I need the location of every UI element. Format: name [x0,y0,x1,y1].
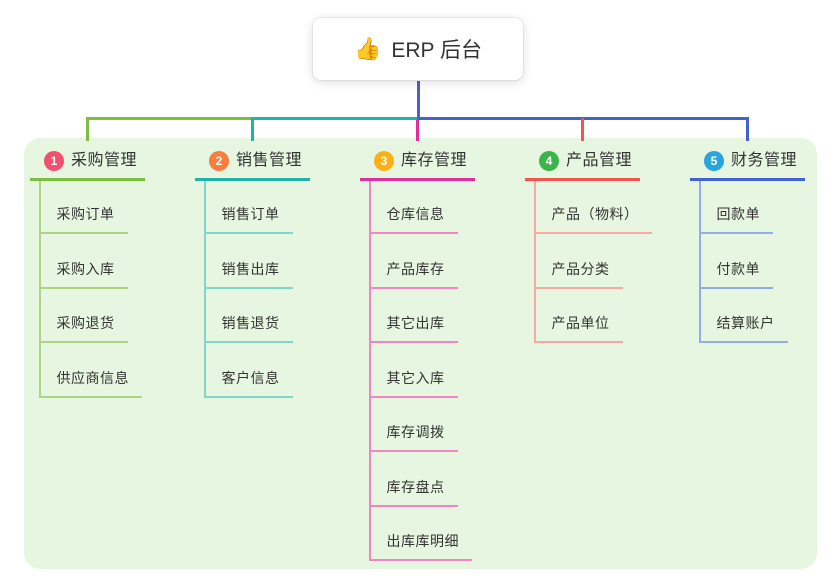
branch-badge: 5 [704,151,724,171]
branch-item[interactable]: 采购退货 [38,315,128,343]
branch-title-underline [30,178,145,181]
branch-vertical-line [698,181,701,343]
branch-item[interactable]: 产品分类 [533,261,623,289]
branch-item[interactable]: 库存调拨 [368,424,458,452]
branch-item[interactable]: 客户信息 [203,370,293,398]
branch-vertical-line [533,181,536,343]
branch-title-underline [195,178,310,181]
branch-badge: 3 [374,151,394,171]
branch-title-underline [690,178,805,181]
root-node[interactable]: 👍 ERP 后台 [313,18,523,80]
branch-badge: 2 [209,151,229,171]
branch-title[interactable]: 财务管理 [731,152,798,169]
root-connector-line [417,80,420,118]
branch-vertical-line [368,181,371,561]
branch-item[interactable]: 产品库存 [368,261,458,289]
branch-item[interactable]: 销售退货 [203,315,293,343]
branch-item[interactable]: 其它入库 [368,370,458,398]
branch-vertical-line [203,181,206,398]
branches-panel [24,138,817,569]
branch-item[interactable]: 回款单 [698,206,773,234]
branch-item[interactable]: 其它出库 [368,315,458,343]
branch-item[interactable]: 供应商信息 [38,370,142,398]
branch-item[interactable]: 付款单 [698,261,773,289]
branch-title-underline [360,178,475,181]
thumbs-up-icon: 👍 [353,36,382,61]
branch-item[interactable]: 销售出库 [203,261,293,289]
branch-title[interactable]: 库存管理 [401,152,468,169]
branch-title-underline [525,178,640,181]
branch-drop-line [746,118,749,141]
branch-item[interactable]: 出库库明细 [368,533,472,561]
branch-title[interactable]: 采购管理 [71,152,138,169]
branch-item[interactable]: 采购订单 [38,206,128,234]
rail-segment-line [251,117,419,120]
branch-drop-line [86,118,89,141]
branch-drop-line [251,118,254,141]
branch-item[interactable]: 结算账户 [698,315,788,343]
branch-title[interactable]: 销售管理 [236,152,303,169]
branch-item[interactable]: 销售订单 [203,206,293,234]
branch-vertical-line [38,181,41,398]
branch-badge: 4 [539,151,559,171]
branch-badge: 1 [44,151,64,171]
branch-item[interactable]: 产品单位 [533,315,623,343]
branch-item[interactable]: 仓库信息 [368,206,458,234]
branch-title[interactable]: 产品管理 [566,152,633,169]
branch-drop-line [581,118,584,141]
branch-item[interactable]: 产品（物料） [533,206,652,234]
root-label: ERP 后台 [391,39,483,62]
branch-item[interactable]: 采购入库 [38,261,128,289]
rail-segment-line [86,117,254,120]
branch-drop-line [416,120,419,141]
branch-item[interactable]: 库存盘点 [368,479,458,507]
